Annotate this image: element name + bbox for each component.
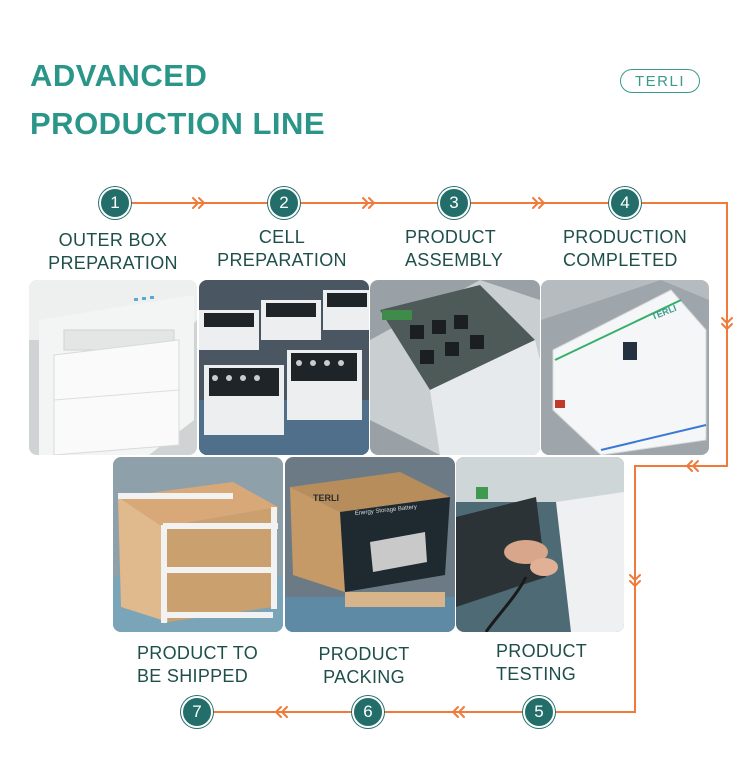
step-2-label-line2: PREPARATION [217, 250, 347, 270]
step-7-label-line2: BE SHIPPED [137, 666, 249, 686]
step-5-label-line1: PRODUCT [496, 641, 588, 661]
photo-production-completed: TERLI [541, 280, 709, 455]
photo-product-assembly [370, 280, 540, 455]
step-6-label-line1: PRODUCT [318, 644, 410, 664]
step-4-label-line1: PRODUCTION [563, 227, 687, 247]
step-1-label: OUTER BOX PREPARATION [46, 229, 180, 275]
step-6-badge: 6 [352, 696, 384, 728]
step-4-label-line2: COMPLETED [563, 250, 678, 270]
page-title-line2: PRODUCTION LINE [30, 106, 326, 141]
step-1-badge: 1 [99, 187, 131, 219]
photo-cell-preparation [199, 280, 369, 455]
step-7-label-line1: PRODUCT TO [137, 643, 259, 663]
step-1-label-line2: PREPARATION [48, 253, 178, 273]
step-2-label-line1: CELL [258, 227, 306, 247]
step-5-label: PRODUCT TESTING [496, 640, 587, 686]
step-6-label-line2: PACKING [323, 667, 405, 687]
brand-badge: TERLI [620, 69, 700, 93]
step-3-badge: 3 [438, 187, 470, 219]
step-2-badge: 2 [268, 187, 300, 219]
photo-product-testing [456, 457, 624, 632]
step-3-label: PRODUCT ASSEMBLY [405, 226, 503, 272]
photo-outer-box-preparation [29, 280, 197, 455]
box-brand-text: TERLI [313, 493, 339, 503]
step-5-badge: 5 [523, 696, 555, 728]
step-3-label-line1: PRODUCT [405, 227, 497, 247]
arrow-chevrons [192, 197, 733, 718]
step-5-label-line2: TESTING [496, 664, 577, 684]
step-7-badge: 7 [181, 696, 213, 728]
step-3-label-line2: ASSEMBLY [405, 250, 504, 270]
page-title-line1: ADVANCED [30, 58, 208, 93]
step-2-label: CELL PREPARATION [214, 226, 350, 272]
step-4-label: PRODUCTION COMPLETED [563, 226, 687, 272]
photo-product-packing: TERLI Energy Storage Battery [285, 457, 455, 632]
photo-product-to-be-shipped [113, 457, 283, 632]
step-1-label-line1: OUTER BOX [58, 230, 168, 250]
step-7-label: PRODUCT TO BE SHIPPED [137, 642, 258, 688]
step-4-badge: 4 [609, 187, 641, 219]
step-6-label: PRODUCT PACKING [316, 643, 412, 689]
